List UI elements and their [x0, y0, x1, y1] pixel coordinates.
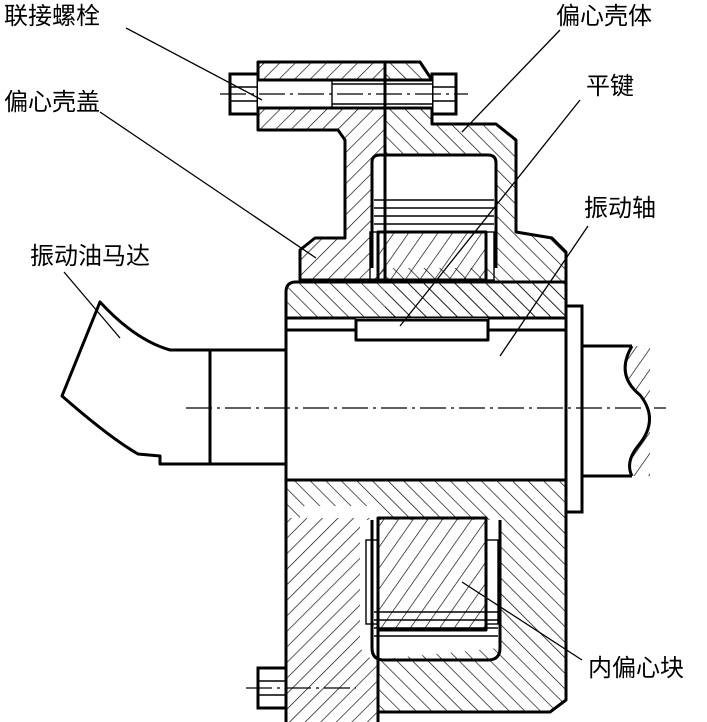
- end-plate: [564, 304, 584, 514]
- label-flat-key: 平键: [586, 72, 634, 100]
- label-inner-eccentric-block: 内偏心块: [588, 654, 684, 682]
- vibration-shaft: [186, 330, 666, 480]
- connecting-bolt: [220, 72, 468, 116]
- inner-eccentric-block-top: [369, 230, 495, 282]
- leader-bolt: [125, 27, 263, 101]
- leader-inner-block: [461, 581, 583, 661]
- vibration-oil-motor: [60, 300, 288, 466]
- leader-cover: [99, 111, 317, 259]
- inner-eccentric-block-bottom: [365, 516, 499, 632]
- label-vibration-oil-motor: 振动油马达: [30, 242, 150, 270]
- label-eccentric-housing: 偏心壳体: [556, 2, 652, 30]
- flat-key: [354, 318, 490, 342]
- label-connecting-bolt: 联接螺栓: [4, 2, 100, 30]
- label-eccentric-cover: 偏心壳盖: [4, 88, 100, 116]
- shaft-hub-bottom: [284, 478, 566, 518]
- leader-key: [399, 99, 581, 327]
- leader-motor: [63, 271, 121, 339]
- leader-shaft: [499, 225, 589, 357]
- label-vibration-shaft: 振动轴: [584, 194, 656, 222]
- connecting-bolt-bottom: [246, 666, 356, 710]
- leader-housing: [461, 29, 561, 133]
